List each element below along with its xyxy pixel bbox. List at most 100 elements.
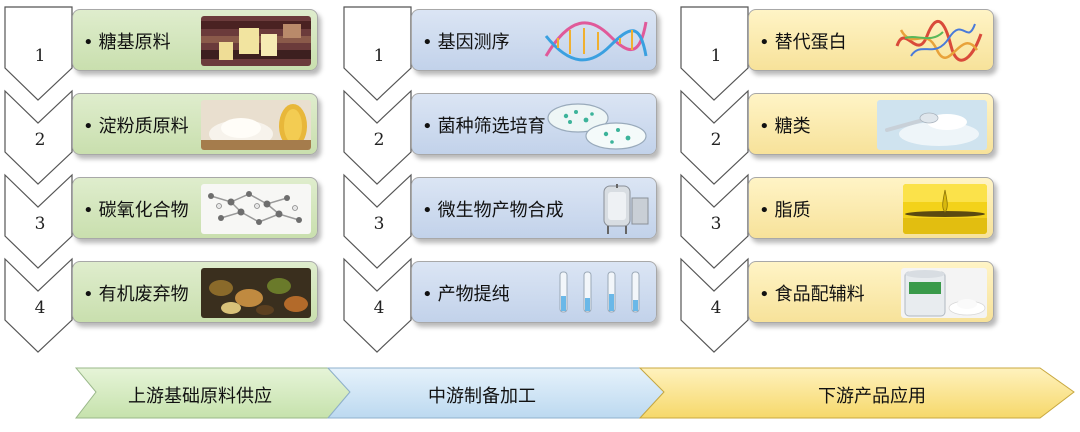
bullet: • (83, 284, 94, 305)
row-number: 2 (373, 130, 385, 150)
bullet: • (759, 284, 770, 305)
stage-upstream-label: 上游基础原料供应 (128, 386, 272, 407)
chevron-marker (343, 6, 412, 101)
item-label: •糖基原料 (83, 28, 171, 54)
item-text: 食品配辅料 (774, 284, 865, 305)
item-box: •淀粉质原料 (72, 93, 318, 155)
row-number: 1 (373, 46, 385, 66)
item-text: 有机废弃物 (98, 284, 189, 305)
bullet: • (83, 200, 94, 221)
item-text: 菌种筛选培育 (437, 116, 546, 137)
bullet: • (83, 116, 94, 137)
bullet: • (422, 284, 433, 305)
downstream-row-2: 2 •糖类 (680, 89, 1010, 186)
dna-helix-image (540, 16, 650, 66)
stage-downstream-label: 下游产品应用 (818, 386, 926, 407)
chevron-marker (4, 173, 73, 269)
chevron-marker (680, 89, 749, 185)
midstream-row-4: 4 •产物提纯 (343, 257, 673, 354)
row-number: 1 (710, 46, 722, 66)
downstream-row-3: 3 •脂质 (680, 173, 1010, 270)
item-label: •微生物产物合成 (422, 196, 564, 222)
downstream-row-1: 1 •替代蛋白 (680, 6, 1010, 102)
row-number: 4 (710, 298, 722, 318)
item-box: •碳氧化合物 (72, 177, 318, 239)
chevron-marker (343, 257, 412, 353)
item-label: •替代蛋白 (759, 28, 847, 54)
chevron-marker (343, 89, 412, 185)
stage-downstream-shape (638, 367, 1075, 419)
item-box: •菌种筛选培育 (411, 93, 657, 155)
bullet: • (422, 200, 433, 221)
chevron-marker (680, 173, 749, 269)
petri-dish-image (540, 100, 650, 150)
item-label: •脂质 (759, 196, 811, 222)
item-text: 糖基原料 (98, 32, 171, 53)
stage-arrow (74, 367, 1075, 419)
chevron-marker (4, 6, 73, 101)
upstream-row-4: 4 •有机废弃物 (4, 257, 334, 354)
row-number: 1 (34, 46, 46, 66)
item-box: •糖类 (748, 93, 994, 155)
item-label: •基因测序 (422, 28, 510, 54)
row-number: 2 (34, 130, 46, 150)
item-text: 微生物产物合成 (437, 200, 564, 221)
chevron-marker (4, 257, 73, 353)
bullet: • (422, 116, 433, 137)
midstream-row-2: 2 •菌种筛选培育 (343, 89, 673, 186)
item-box: •有机废弃物 (72, 261, 318, 323)
bullet: • (422, 32, 433, 53)
midstream-row-1: 1 •基因测序 (343, 6, 673, 102)
upstream-column: 1 •糖基原料 2 (4, 6, 334, 356)
item-text: 糖类 (774, 116, 811, 137)
item-box: •脂质 (748, 177, 994, 239)
item-text: 产物提纯 (437, 284, 510, 305)
item-label: •淀粉质原料 (83, 112, 189, 138)
row-number: 2 (710, 130, 722, 150)
food-additive-image (901, 268, 987, 318)
row-number: 4 (34, 298, 46, 318)
organic-waste-image (201, 268, 311, 318)
upstream-row-2: 2 •淀粉质原料 (4, 89, 334, 186)
item-label: •有机废弃物 (83, 280, 189, 306)
row-number: 4 (373, 298, 385, 318)
item-box: •食品配辅料 (748, 261, 994, 323)
item-box: •糖基原料 (72, 9, 318, 71)
midstream-row-3: 3 •微生物产物合成 (343, 173, 673, 270)
protein-structure-image (891, 16, 987, 66)
test-tubes-image (540, 268, 650, 318)
row-number: 3 (710, 214, 722, 234)
bioreactor-image (594, 184, 654, 234)
upstream-row-3: 3 •碳氧化合物 (4, 173, 334, 270)
item-label: •碳氧化合物 (83, 196, 189, 222)
chevron-marker (4, 89, 73, 185)
item-box: •基因测序 (411, 9, 657, 71)
item-text: 碳氧化合物 (98, 200, 189, 221)
oil-drop-image (903, 184, 987, 234)
midstream-column: 1 •基因测序 2 (343, 6, 673, 356)
item-label: •菌种筛选培育 (422, 112, 546, 138)
molecule-image (201, 184, 311, 234)
item-text: 淀粉质原料 (98, 116, 189, 137)
starch-corn-image (201, 100, 311, 150)
bullet: • (83, 32, 94, 53)
item-text: 脂质 (774, 200, 811, 221)
downstream-column: 1 •替代蛋白 2 •糖类 (680, 6, 1010, 356)
sugar-spoon-image (877, 100, 987, 150)
stage-midstream-label: 中游制备加工 (428, 386, 536, 407)
item-label: •食品配辅料 (759, 280, 865, 306)
item-box: •替代蛋白 (748, 9, 994, 71)
upstream-row-1: 1 •糖基原料 (4, 6, 334, 102)
item-text: 基因测序 (437, 32, 510, 53)
item-box: •微生物产物合成 (411, 177, 657, 239)
item-label: •糖类 (759, 112, 811, 138)
item-box: •产物提纯 (411, 261, 657, 323)
row-number: 3 (373, 214, 385, 234)
bullet: • (759, 116, 770, 137)
chevron-marker (680, 6, 749, 101)
downstream-row-4: 4 •食品配辅料 (680, 257, 1010, 354)
item-text: 替代蛋白 (774, 32, 847, 53)
sugarcane-image (201, 16, 311, 66)
row-number: 3 (34, 214, 46, 234)
